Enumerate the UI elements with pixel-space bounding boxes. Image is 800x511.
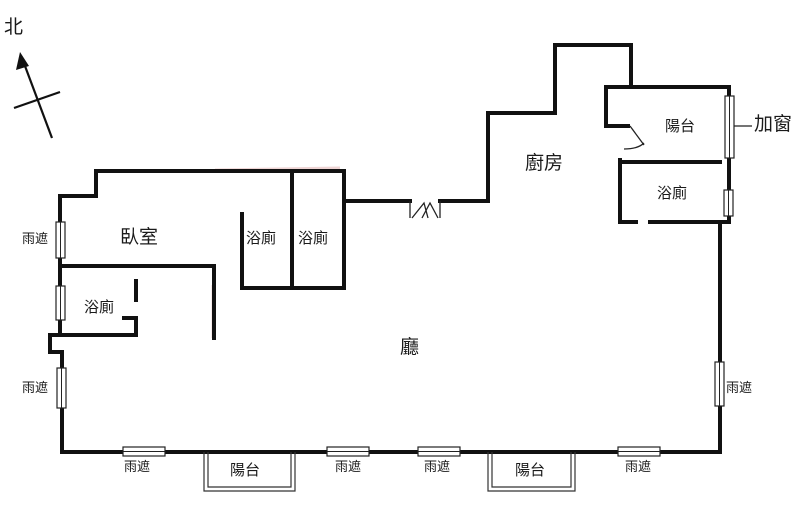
- bathroom-center-a-label: 浴廁: [246, 229, 277, 247]
- rain-shelter-bottom-4-label: 雨遮: [625, 460, 652, 475]
- balcony-top-label: 陽台: [665, 117, 696, 135]
- kitchen-label: 廚房: [525, 152, 564, 174]
- background-marks: [211, 166, 341, 338]
- balcony-bottom-a-label: 陽台: [230, 461, 261, 479]
- rain-shelter-bottom-3-label: 雨遮: [424, 460, 451, 475]
- side-windows: [55, 95, 735, 409]
- rain-shelter-bottom-1-label: 雨遮: [124, 460, 151, 475]
- exterior-walls: [48, 43, 731, 454]
- balcony-bottom-b-label: 陽台: [515, 461, 546, 479]
- rain-shelter-left-bottom-label: 雨遮: [22, 381, 49, 396]
- bathroom-left-label: 浴廁: [84, 298, 115, 316]
- added-window-label: 加窗: [754, 113, 793, 135]
- bottom-windows: [122, 446, 661, 457]
- rain-shelter-bottom-2-label: 雨遮: [335, 460, 362, 475]
- compass-label: 北: [4, 16, 24, 38]
- rain-shelter-left-top-label: 雨遮: [22, 232, 49, 247]
- bedroom-label: 臥室: [120, 226, 159, 248]
- bathroom-right-label: 浴廁: [657, 184, 688, 202]
- rain-shelter-right-label: 雨遮: [726, 381, 753, 396]
- bathroom-center-b-label: 浴廁: [298, 229, 329, 247]
- entry-door-icon: [409, 201, 441, 219]
- center-bathroom-walls: [240, 169, 346, 290]
- living-room-label: 廳: [400, 336, 420, 358]
- upper-right-walls: [618, 124, 722, 224]
- bottom-balconies: [203, 452, 576, 492]
- north-arrow-icon: [13, 52, 61, 139]
- left-bathroom-walls: [60, 279, 138, 337]
